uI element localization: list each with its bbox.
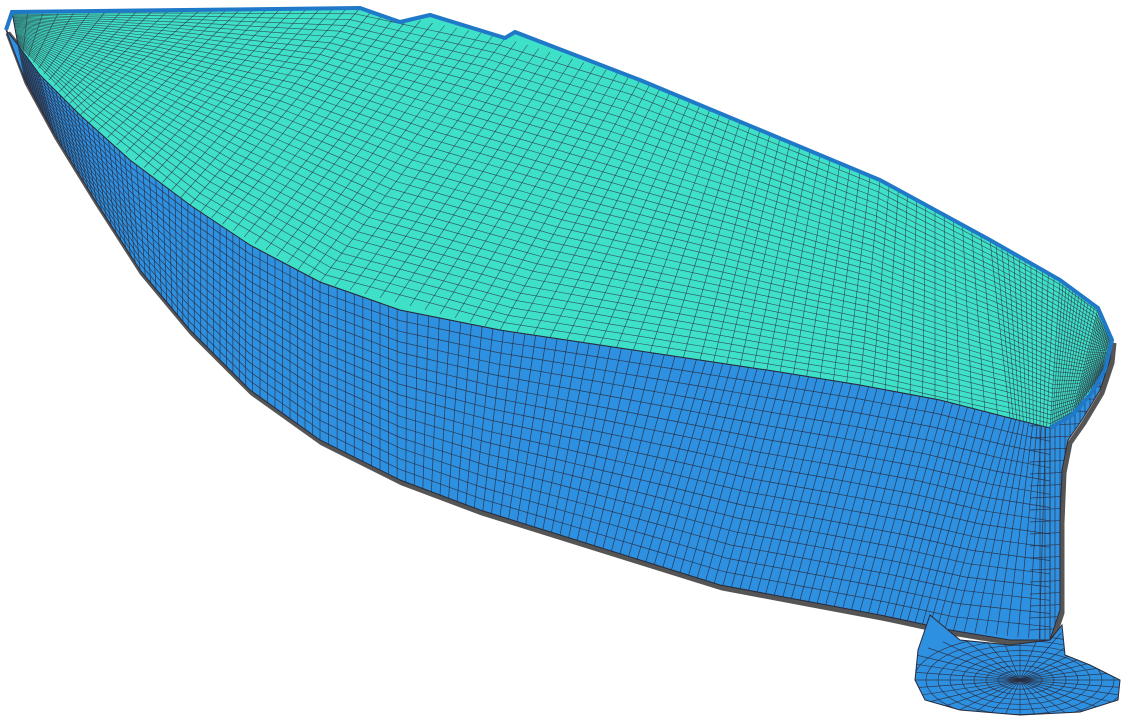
bulbous-bow-mesh — [915, 630, 1120, 715]
deck-surface — [11, 7, 1113, 429]
gunwale-rim — [4, 5, 1115, 430]
bulbous-bow — [914, 614, 1121, 716]
deck-mesh — [12, 8, 1112, 428]
